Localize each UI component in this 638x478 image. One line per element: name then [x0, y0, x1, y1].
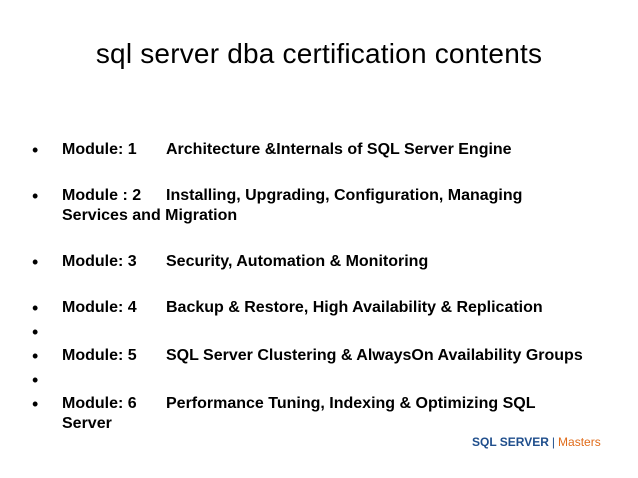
module-description: Backup & Restore, High Availability & Re… — [166, 299, 543, 316]
bullet-icon: • — [32, 394, 39, 414]
module-description: Architecture &Internals of SQL Server En… — [166, 141, 512, 158]
module-label: Module: 3 — [62, 253, 137, 270]
bullet-icon: • — [32, 370, 39, 390]
bullet-icon: • — [32, 252, 39, 272]
sql-server-masters-logo: SQL SERVER|Masters — [472, 435, 601, 449]
bullet-icon: • — [32, 298, 39, 318]
module-label: Module : 2 — [62, 187, 142, 204]
module-label: Module: 4 — [62, 299, 137, 316]
slide-title: sql server dba certification contents — [95, 38, 543, 69]
module-description-continuation: Server — [62, 415, 112, 432]
module-label: Module: 6 — [62, 395, 137, 412]
logo-separator: | — [551, 435, 556, 449]
module-description: Security, Automation & Monitoring — [166, 253, 429, 270]
bullet-icon: • — [32, 140, 39, 160]
module-label: Module: 5 — [62, 347, 137, 364]
module-description: SQL Server Clustering & AlwaysOn Availab… — [166, 347, 583, 364]
bullet-icon: • — [32, 322, 39, 342]
module-description: Installing, Upgrading, Configuration, Ma… — [166, 187, 523, 204]
bullet-icon: • — [32, 186, 39, 206]
logo-text-primary: SQL SERVER — [472, 435, 549, 449]
module-description: Performance Tuning, Indexing & Optimizin… — [166, 395, 536, 412]
bullet-icon: • — [32, 346, 39, 366]
module-label: Module: 1 — [62, 141, 137, 158]
module-description-continuation: Services and Migration — [62, 207, 238, 224]
logo-text-accent: Masters — [558, 435, 601, 449]
